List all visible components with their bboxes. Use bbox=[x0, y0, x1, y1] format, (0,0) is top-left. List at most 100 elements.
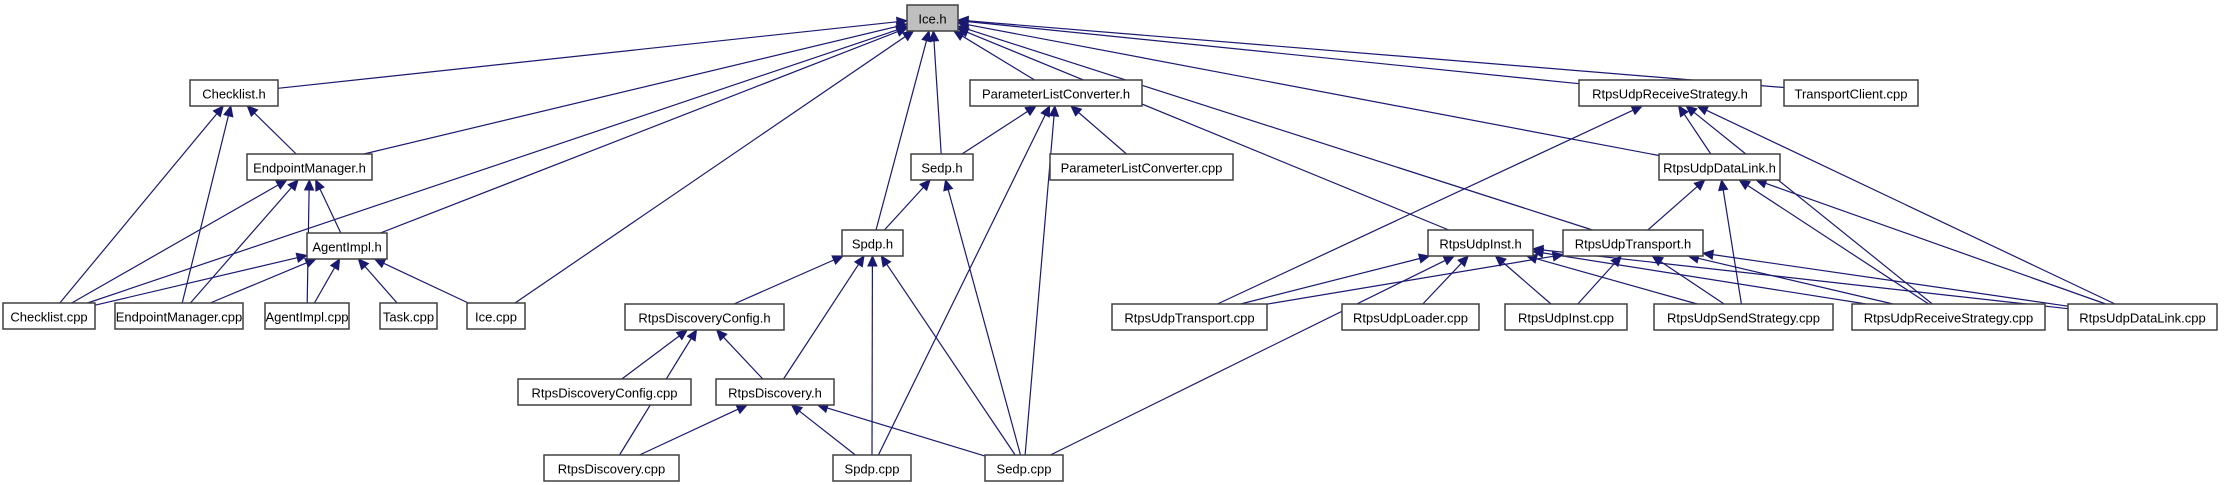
node-box[interactable] bbox=[984, 454, 1064, 482]
node-rtpsudpsendstrategy-cpp[interactable]: RtpsUdpSendStrategy.cpp bbox=[1653, 303, 1834, 331]
edge-rtpsudpreceivestrategy_cpp-to-rtpsudpinst_h bbox=[1542, 252, 1867, 305]
node-label: EndpointManager.cpp bbox=[116, 310, 242, 325]
node-ice-cpp[interactable]: Ice.cpp bbox=[466, 302, 526, 330]
node-rtpsudpinst-cpp[interactable]: RtpsUdpInst.cpp bbox=[1504, 303, 1628, 331]
node-label: RtpsUdpInst.cpp bbox=[1518, 311, 1614, 326]
node-rtpsudptransport-cpp[interactable]: RtpsUdpTransport.cpp bbox=[1111, 303, 1268, 331]
node-parameterlistconverter-h[interactable]: ParameterListConverter.h bbox=[969, 79, 1143, 107]
node-rtpsdiscovery-cpp[interactable]: RtpsDiscovery.cpp bbox=[543, 454, 680, 482]
node-label: Sedp.h bbox=[921, 161, 962, 176]
arrowhead-icon bbox=[790, 404, 804, 416]
node-box[interactable] bbox=[1653, 303, 1834, 331]
node-sedp-cpp[interactable]: Sedp.cpp bbox=[984, 454, 1064, 482]
edge-parameterlistconverter_cpp-to-parameterlistconverter_h bbox=[1078, 112, 1127, 155]
edge-sedp_cpp-to-spdp_h bbox=[886, 263, 1016, 456]
node-sedp-h[interactable]: Sedp.h bbox=[910, 153, 974, 181]
arrowhead-icon bbox=[895, 26, 909, 37]
node-box[interactable] bbox=[543, 454, 680, 482]
node-rtpsdiscoveryconfig-h[interactable]: RtpsDiscoveryConfig.h bbox=[624, 303, 785, 331]
node-label: RtpsUdpTransport.cpp bbox=[1124, 311, 1254, 326]
edge-checklist_cpp-to-ice_h bbox=[87, 29, 898, 304]
edge-rtpsudpreceivestrategy_cpp-to-rtpsudpreceivestrategy_h bbox=[1693, 111, 1933, 305]
edge-rtpsudpsendstrategy_cpp-to-rtpsudptransport_h bbox=[1660, 261, 1725, 305]
arrowhead-icon bbox=[303, 178, 315, 191]
edge-rtpsudpdatalink_cpp-to-rtpsudpinst_h bbox=[1542, 249, 2069, 310]
arrowhead-icon bbox=[1551, 251, 1565, 262]
node-label: RtpsDiscoveryConfig.cpp bbox=[532, 386, 678, 401]
node-rtpsudpdatalink-h[interactable]: RtpsUdpDataLink.h bbox=[1658, 153, 1781, 181]
node-spdp-h[interactable]: Spdp.h bbox=[841, 229, 904, 257]
node-checklist-h[interactable]: Checklist.h bbox=[189, 79, 279, 107]
arrowhead-icon bbox=[1651, 255, 1665, 267]
node-ice-h[interactable]: Ice.h bbox=[906, 4, 959, 32]
node-box[interactable] bbox=[1111, 303, 1268, 331]
node-box[interactable] bbox=[832, 454, 912, 482]
node-box[interactable] bbox=[379, 302, 438, 330]
arrowhead-icon bbox=[246, 105, 259, 118]
node-box[interactable] bbox=[1578, 79, 1762, 107]
node-rtpsudpreceivestrategy-cpp[interactable]: RtpsUdpReceiveStrategy.cpp bbox=[1851, 303, 2046, 331]
node-parameterlistconverter-cpp[interactable]: ParameterListConverter.cpp bbox=[1049, 153, 1234, 181]
node-spdp-cpp[interactable]: Spdp.cpp bbox=[832, 454, 912, 482]
node-box[interactable] bbox=[2, 302, 96, 330]
node-transportclient-cpp[interactable]: TransportClient.cpp bbox=[1783, 79, 1919, 107]
arrowhead-icon bbox=[295, 252, 309, 263]
arrowhead-icon bbox=[1701, 249, 1715, 260]
node-box[interactable] bbox=[1341, 303, 1480, 331]
node-rtpsdiscovery-h[interactable]: RtpsDiscovery.h bbox=[715, 378, 835, 406]
node-box[interactable] bbox=[1504, 303, 1628, 331]
node-box[interactable] bbox=[1427, 229, 1534, 257]
arrowhead-icon bbox=[919, 179, 931, 192]
node-box[interactable] bbox=[1049, 153, 1234, 181]
node-box[interactable] bbox=[624, 303, 785, 331]
node-box[interactable] bbox=[114, 302, 244, 330]
edge-ice_cpp-to-agentimpl_h bbox=[383, 262, 469, 304]
node-task-cpp[interactable]: Task.cpp bbox=[379, 302, 438, 330]
node-label: Task.cpp bbox=[383, 310, 434, 325]
arrowhead-icon bbox=[867, 254, 878, 267]
node-box[interactable] bbox=[264, 302, 350, 330]
node-box[interactable] bbox=[1658, 153, 1781, 181]
node-box[interactable] bbox=[841, 229, 904, 257]
node-box[interactable] bbox=[910, 153, 974, 181]
edge-rtpsudpreceivestrategy_h-to-ice_h bbox=[967, 21, 1580, 85]
node-rtpsdiscoveryconfig-cpp[interactable]: RtpsDiscoveryConfig.cpp bbox=[517, 378, 692, 406]
node-checklist-cpp[interactable]: Checklist.cpp bbox=[2, 302, 96, 330]
node-agentimpl-cpp[interactable]: AgentImpl.cpp bbox=[264, 302, 350, 330]
node-rtpsudpinst-h[interactable]: RtpsUdpInst.h bbox=[1427, 229, 1534, 257]
edge-rtpsudpdatalink_cpp-to-rtpsudpdatalink_h bbox=[1765, 182, 2107, 305]
node-box[interactable] bbox=[906, 4, 959, 32]
node-box[interactable] bbox=[306, 232, 388, 260]
node-box[interactable] bbox=[1783, 79, 1919, 107]
arrowhead-icon bbox=[956, 15, 969, 27]
node-box[interactable] bbox=[1851, 303, 2046, 331]
node-box[interactable] bbox=[517, 378, 692, 406]
arrowhead-icon bbox=[880, 254, 892, 268]
node-endpointmanager-h[interactable]: EndpointManager.h bbox=[246, 153, 373, 181]
edge-agentimpl_h-to-ice_h bbox=[380, 31, 898, 234]
edge-rtpsudptransport_cpp-to-rtpsudpinst_h bbox=[1240, 257, 1420, 305]
node-endpointmanager-cpp[interactable]: EndpointManager.cpp bbox=[114, 302, 244, 330]
node-rtpsudptransport-h[interactable]: RtpsUdpTransport.h bbox=[1562, 229, 1704, 257]
node-box[interactable] bbox=[969, 79, 1143, 107]
node-box[interactable] bbox=[189, 79, 279, 107]
node-agentimpl-h[interactable]: AgentImpl.h bbox=[306, 232, 388, 260]
edge-endpointmanager_cpp-to-checklist_h bbox=[181, 115, 229, 304]
edge-rtpsdiscovery_h-to-spdp_h bbox=[782, 264, 860, 380]
node-box[interactable] bbox=[2067, 303, 2218, 331]
node-box[interactable] bbox=[1562, 229, 1704, 257]
edge-spdp_h-to-sedp_h bbox=[883, 186, 924, 231]
node-rtpsudpreceivestrategy-h[interactable]: RtpsUdpReceiveStrategy.h bbox=[1578, 79, 1762, 107]
node-box[interactable] bbox=[715, 378, 835, 406]
node-label: RtpsUdpTransport.h bbox=[1575, 237, 1692, 252]
node-label: Spdp.cpp bbox=[845, 462, 900, 477]
node-box[interactable] bbox=[466, 302, 526, 330]
arrowhead-icon bbox=[1070, 105, 1083, 117]
node-rtpsudploader-cpp[interactable]: RtpsUdpLoader.cpp bbox=[1341, 303, 1480, 331]
node-box[interactable] bbox=[246, 153, 373, 181]
node-label: ParameterListConverter.h bbox=[982, 87, 1130, 102]
arrowhead-icon bbox=[1610, 255, 1623, 268]
node-label: RtpsUdpInst.h bbox=[1439, 237, 1521, 252]
node-rtpsudpdatalink-cpp[interactable]: RtpsUdpDataLink.cpp bbox=[2067, 303, 2218, 331]
